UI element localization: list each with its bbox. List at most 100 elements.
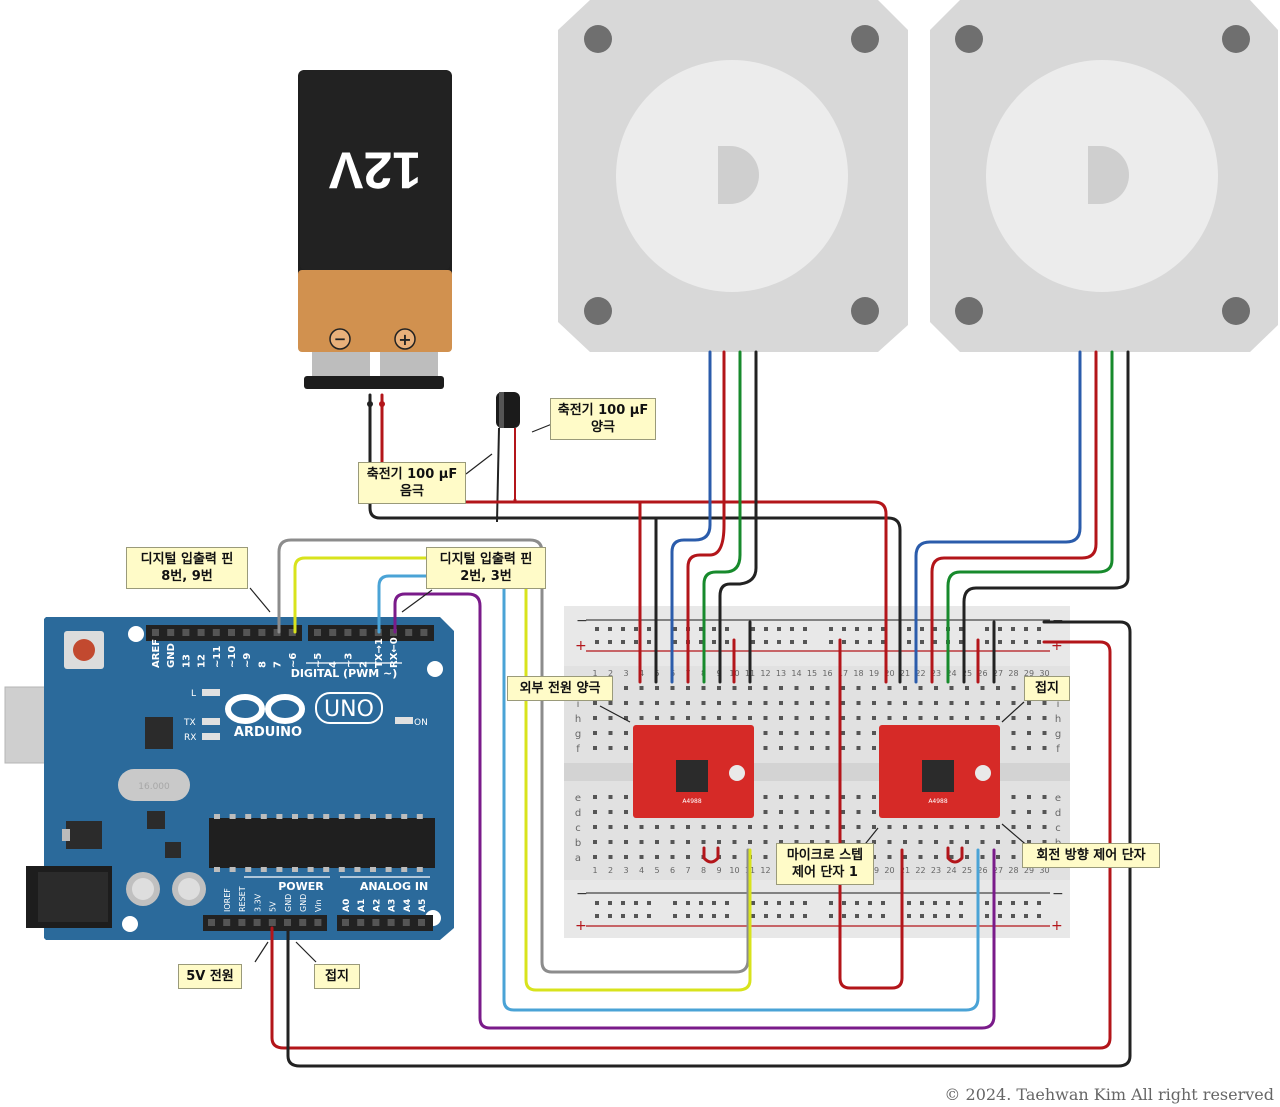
digital-pin-label: ~5 xyxy=(313,653,324,668)
column-number: 3 xyxy=(623,669,628,678)
column-number: 27 xyxy=(993,866,1003,875)
column-number: 29 xyxy=(1024,866,1034,875)
power-pin-label: Vin xyxy=(314,899,323,912)
row-letter: h xyxy=(575,714,581,725)
column-number: 19 xyxy=(869,866,879,875)
callout-digital-2-3: 디지털 입출력 핀 2번, 3번 xyxy=(426,547,546,589)
column-number: 14 xyxy=(791,669,801,678)
analog-header-label: ANALOG IN xyxy=(360,880,428,893)
column-number: 8 xyxy=(701,866,706,875)
microstep-line2: 제어 단자 1 xyxy=(792,865,858,880)
capacitor-negative-line1: 축전기 100 μF xyxy=(366,467,458,482)
capacitor-positive-line1: 축전기 100 μF xyxy=(557,403,649,418)
wires xyxy=(270,350,1132,1068)
microstep-line1: 마이크로 스텝 xyxy=(786,848,864,863)
column-number: 2 xyxy=(608,669,613,678)
column-number: 1 xyxy=(592,866,597,875)
row-letter: c xyxy=(575,823,581,834)
column-number: 28 xyxy=(1008,669,1018,678)
row-letter: e xyxy=(1055,793,1061,804)
arduino-model: UNO xyxy=(324,697,374,722)
column-number: 22 xyxy=(915,866,925,875)
row-letter: f xyxy=(576,744,580,755)
column-number: 10 xyxy=(729,866,739,875)
digital-89-line1: 디지털 입출력 핀 xyxy=(140,552,234,567)
column-number: 19 xyxy=(869,669,879,678)
column-number: 26 xyxy=(977,669,987,678)
column-number: 21 xyxy=(900,669,910,678)
column-number: 6 xyxy=(670,866,675,875)
copyright-notice: © 2024. Taehwan Kim All right reserved xyxy=(944,1085,1274,1104)
power-pin-label: RESET xyxy=(238,886,247,912)
crystal-label: 16.000 xyxy=(138,782,170,792)
battery-plus-label: + xyxy=(398,330,411,349)
row-letter: a xyxy=(575,853,581,864)
arduino-brand: ARDUINO xyxy=(234,725,302,740)
callout-digital-8-9: 디지털 입출력 핀 8번, 9번 xyxy=(126,547,248,589)
digital-23-line1: 디지털 입출력 핀 xyxy=(439,552,533,567)
digital-23-line2: 2번, 3번 xyxy=(460,569,512,584)
row-letter: d xyxy=(575,808,581,819)
capacitor-positive-line2: 양극 xyxy=(591,420,615,435)
column-number: 25 xyxy=(962,669,972,678)
column-number: 3 xyxy=(623,866,628,875)
column-number: 28 xyxy=(1008,866,1018,875)
column-number: 18 xyxy=(853,669,863,678)
digital-pin-label: GND xyxy=(166,643,177,668)
led-label-tx: TX xyxy=(183,718,196,728)
column-number: 1 xyxy=(592,669,597,678)
column-number: 20 xyxy=(884,866,894,875)
led-label-l: L xyxy=(191,689,196,699)
a4988-driver-left: A4988 xyxy=(633,725,754,818)
row-letter: g xyxy=(1055,729,1061,740)
capacitor xyxy=(496,392,520,523)
battery-minus-label: − xyxy=(334,330,347,348)
callout-5v-power: 5V 전원 xyxy=(178,964,242,989)
external-power-label: 외부 전원 양극 xyxy=(519,681,601,696)
digital-pin-label: ~9 xyxy=(242,653,253,668)
column-number: 7 xyxy=(685,866,690,875)
breadboard: − + − + − + − + 112233445566778899101011… xyxy=(564,606,1070,938)
rail-minus-bottom-right: − xyxy=(1052,886,1064,902)
digital-pin-label: 12 xyxy=(197,654,208,668)
column-number: 20 xyxy=(884,669,894,678)
row-letter: f xyxy=(1056,744,1060,755)
callout-ground-bottom: 접지 xyxy=(314,964,360,989)
a4988-driver-right: A4988 xyxy=(879,725,1000,818)
digital-pin-label: ~3 xyxy=(343,653,354,668)
callout-direction: 회전 방향 제어 단자 xyxy=(1022,843,1160,868)
ground-bottom-label: 접지 xyxy=(325,969,349,984)
digital-pin-label: 8 xyxy=(257,661,268,668)
callout-ground-top: 접지 xyxy=(1024,676,1070,701)
stepper-motor-right xyxy=(930,0,1278,352)
rail-plus-bottom-left: + xyxy=(575,918,587,934)
driver-right-chip-label: A4988 xyxy=(928,798,948,805)
column-number: 16 xyxy=(822,669,832,678)
column-number: 25 xyxy=(962,866,972,875)
analog-pin-label: A4 xyxy=(403,899,413,912)
power-header-label: POWER xyxy=(278,880,324,893)
column-number: 12 xyxy=(760,669,770,678)
capacitor-negative-line2: 음극 xyxy=(400,484,424,499)
digital-pin-label: 7 xyxy=(273,661,284,668)
digital-pin-label: RX←0 xyxy=(389,637,400,668)
battery-12v: 12V − + xyxy=(298,70,452,389)
driver-left-chip-label: A4988 xyxy=(682,798,702,805)
column-number: 12 xyxy=(760,866,770,875)
column-number: 27 xyxy=(993,669,1003,678)
column-number: 24 xyxy=(946,866,956,875)
column-number: 9 xyxy=(716,866,721,875)
column-number: 21 xyxy=(900,866,910,875)
column-number: 30 xyxy=(1039,866,1049,875)
digital-89-line2: 8번, 9번 xyxy=(161,569,213,584)
digital-pin-label: ~6 xyxy=(288,653,299,668)
column-number: 4 xyxy=(639,866,644,875)
row-letter: g xyxy=(575,729,581,740)
analog-pin-label: A1 xyxy=(357,899,367,912)
digital-pin-label: 13 xyxy=(181,654,192,668)
column-number: 26 xyxy=(977,866,987,875)
row-letter: e xyxy=(575,793,581,804)
callout-capacitor-positive: 축전기 100 μF 양극 xyxy=(550,398,656,440)
